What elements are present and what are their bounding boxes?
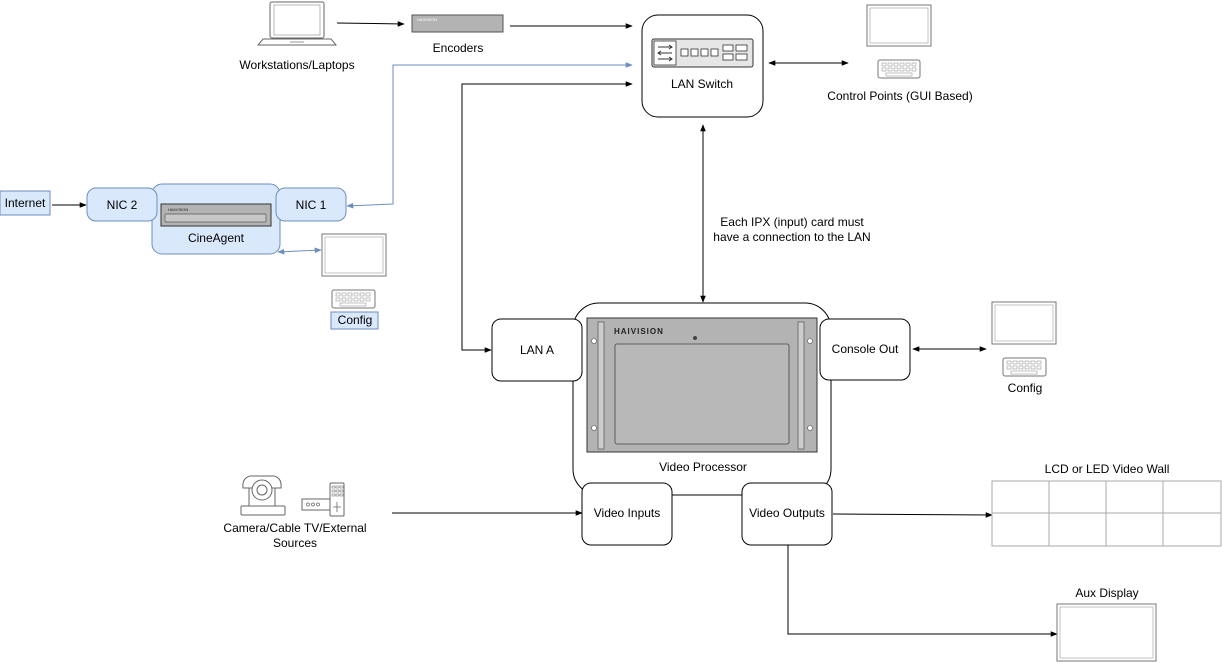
workstations-label: Workstations/Laptops xyxy=(239,58,355,72)
video-processor-device-icon: HAIVISION xyxy=(586,317,818,453)
control-points-label: Control Points (GUI Based) xyxy=(827,89,973,103)
connectors xyxy=(52,21,1058,637)
edge-nic1-lanswitch xyxy=(346,62,633,209)
lan-switch-node[interactable] xyxy=(641,14,764,118)
cineagent-label: CineAgent xyxy=(187,231,245,245)
lan-a-node[interactable] xyxy=(491,318,583,382)
video-outputs-label: Video Outputs xyxy=(749,506,825,520)
console-config-keyboard-icon xyxy=(1002,357,1047,377)
ipx-note-line2: have a connection to the LAN xyxy=(713,230,871,244)
console-out-node[interactable] xyxy=(819,318,911,381)
edge-lanswitch-lana xyxy=(461,81,633,353)
nic2-label: NIC 2 xyxy=(106,198,138,212)
internet-node[interactable] xyxy=(0,190,51,216)
control-points-keyboard-icon xyxy=(877,59,921,79)
edge-videooutputs-videowall xyxy=(832,512,993,518)
control-points-monitor-icon xyxy=(866,4,932,47)
nic2-node[interactable] xyxy=(86,187,158,222)
aux-display-monitor-icon xyxy=(1056,603,1157,662)
sources-label-line2: Sources xyxy=(272,536,318,550)
lan-a-label: LAN A xyxy=(519,343,555,357)
cineagent-config-label: Config xyxy=(337,313,373,327)
console-config-monitor-icon xyxy=(991,301,1057,345)
edge-videooutputs-auxdisplay xyxy=(787,545,1058,637)
cable-box-remote-icon xyxy=(301,482,345,517)
video-outputs-node[interactable] xyxy=(741,482,833,546)
internet-label: Internet xyxy=(4,196,46,210)
cineagent-logo: HAIVISION xyxy=(168,207,188,212)
sources-label-line1: Camera/Cable TV/External xyxy=(223,521,367,535)
video-inputs-node[interactable] xyxy=(581,482,673,546)
cineagent-config-monitor-icon xyxy=(321,233,387,277)
laptop-icon xyxy=(256,1,338,46)
console-config-label: Config xyxy=(1007,381,1043,395)
video-inputs-label: Video Inputs xyxy=(593,506,661,520)
edge-cineagent-config xyxy=(277,247,322,255)
video-processor-logo: HAIVISION xyxy=(614,327,664,336)
cineagent-device-icon: HAIVISION xyxy=(160,203,272,227)
nic1-node[interactable] xyxy=(275,187,347,222)
encoders-label: Encoders xyxy=(432,41,484,55)
aux-display-label: Aux Display xyxy=(1075,586,1139,600)
ipx-note-line1: Each IPX (input) card must xyxy=(720,215,864,229)
video-processor-label: Video Processor xyxy=(659,460,747,474)
ptz-camera-icon xyxy=(240,475,286,516)
network-switch-icon xyxy=(651,38,754,68)
cineagent-config-label-box xyxy=(330,311,379,330)
video-wall-grid xyxy=(991,480,1222,547)
encoder-logo: HAIVISION xyxy=(417,17,437,22)
console-out-label: Console Out xyxy=(831,342,899,356)
video-wall-label: LCD or LED Video Wall xyxy=(1044,462,1170,476)
nic1-label: NIC 1 xyxy=(295,198,327,212)
lan-switch-label: LAN Switch xyxy=(670,77,734,91)
cineagent-config-keyboard-icon xyxy=(331,289,376,309)
edge-workstations-encoders xyxy=(336,21,405,27)
encoder-device-icon: HAIVISION xyxy=(411,14,504,33)
